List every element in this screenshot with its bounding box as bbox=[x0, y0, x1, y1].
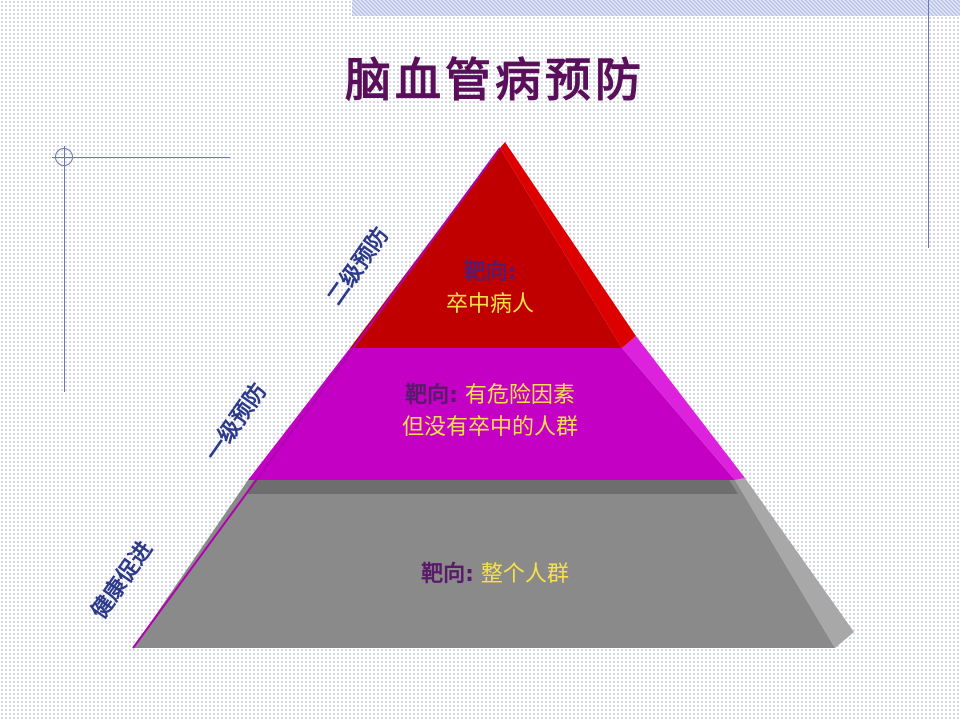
crosshair-circle bbox=[55, 148, 73, 166]
tier-middle-text: 靶向: 有危险因素 但没有卒中的人群 bbox=[340, 380, 640, 444]
tier-top-side bbox=[500, 142, 636, 348]
tier-top-front bbox=[350, 148, 622, 348]
tier-bottom-target-label: 靶向: bbox=[421, 562, 474, 587]
tier-top-target-text: 卒中病人 bbox=[445, 292, 534, 317]
tier-top-target-label: 靶向: bbox=[463, 260, 517, 285]
tier-bottom-top-face bbox=[245, 478, 738, 494]
tier-bottom-side bbox=[735, 478, 854, 648]
tier-middle-target-text-2: 但没有卒中的人群 bbox=[401, 415, 578, 440]
page-title: 脑血管病预防 bbox=[345, 53, 645, 107]
pyramid-left-edge bbox=[132, 147, 501, 649]
tier-bottom-text: 靶向: 整个人群 bbox=[390, 559, 600, 591]
tier-middle-target-text: 有危险因素 bbox=[464, 383, 575, 408]
tier-bottom-front bbox=[133, 480, 835, 648]
tier-middle-side bbox=[622, 336, 745, 480]
left-vertical-line bbox=[64, 146, 65, 392]
top-decorative-band bbox=[352, 0, 960, 16]
tier-bottom-target-text: 整个人群 bbox=[480, 562, 569, 587]
tier-middle-target-label: 靶向: bbox=[405, 383, 458, 408]
tier-middle-front bbox=[248, 348, 735, 480]
tier-top-text: 靶向: 卒中病人 bbox=[390, 257, 590, 321]
left-horizontal-line bbox=[52, 157, 230, 158]
right-decorative-line bbox=[928, 0, 929, 248]
